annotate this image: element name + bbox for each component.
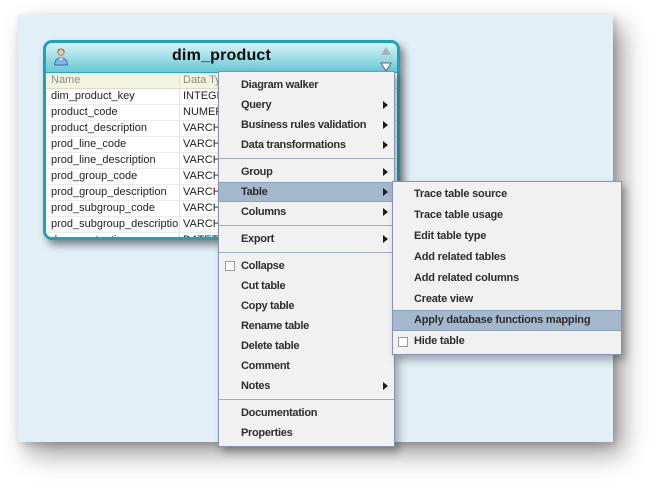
menu-item-label: Cut table bbox=[241, 280, 286, 292]
menu-item-label: Table bbox=[241, 186, 268, 198]
menu-item-add-related-tables[interactable]: Add related tables bbox=[393, 247, 621, 268]
menu-item-label: Documentation bbox=[241, 407, 318, 419]
column-name-value: dim_product_key bbox=[46, 89, 180, 104]
submenu-arrow-icon bbox=[383, 208, 388, 216]
scroll-up-icon[interactable] bbox=[381, 47, 391, 55]
column-name-value: prod_subgroup_code bbox=[46, 201, 180, 216]
submenu-arrow-icon bbox=[383, 141, 388, 149]
menu-item-label: Add related columns bbox=[414, 272, 519, 284]
menu-item-label: Columns bbox=[241, 206, 286, 218]
column-name-value: prod_line_code bbox=[46, 137, 180, 152]
column-name-value: prod_subgroup_description bbox=[46, 217, 180, 232]
menu-item-label: Properties bbox=[241, 427, 293, 439]
header-scroll-arrows bbox=[380, 45, 392, 72]
menu-separator bbox=[219, 252, 394, 253]
menu-item-label: Copy table bbox=[241, 300, 295, 312]
submenu-arrow-icon bbox=[383, 121, 388, 129]
menu-item-label: Notes bbox=[241, 380, 271, 392]
menu-item-columns[interactable]: Columns bbox=[219, 202, 394, 222]
menu-item-edit-table-type[interactable]: Edit table type bbox=[393, 226, 621, 247]
menu-item-rename-table[interactable]: Rename table bbox=[219, 316, 394, 336]
menu-item-label: Hide table bbox=[414, 335, 465, 347]
submenu-arrow-icon bbox=[383, 188, 388, 196]
table-header[interactable]: dim_product bbox=[46, 43, 397, 73]
menu-item-label: Trace table usage bbox=[414, 209, 503, 221]
checkbox-icon[interactable] bbox=[225, 261, 235, 271]
checkbox-icon[interactable] bbox=[398, 337, 408, 347]
scroll-down-icon[interactable] bbox=[380, 62, 392, 72]
menu-item-group[interactable]: Group bbox=[219, 162, 394, 182]
menu-item-label: Diagram walker bbox=[241, 79, 319, 91]
menu-item-hide-table[interactable]: Hide table bbox=[393, 331, 621, 352]
column-name-value: dss_create_time bbox=[46, 233, 180, 237]
menu-item-label: Trace table source bbox=[414, 188, 508, 200]
menu-item-apply-database-functions-mapping[interactable]: Apply database functions mapping bbox=[393, 310, 621, 331]
menu-item-table[interactable]: Table bbox=[219, 182, 394, 202]
column-name-value: product_code bbox=[46, 105, 180, 120]
column-name-value: product_description bbox=[46, 121, 180, 136]
submenu-arrow-icon bbox=[383, 168, 388, 176]
column-name-value: prod_group_description bbox=[46, 185, 180, 200]
menu-item-label: Data transformations bbox=[241, 139, 346, 151]
menu-item-label: Export bbox=[241, 233, 275, 245]
table-title: dim_product bbox=[171, 47, 272, 64]
menu-separator bbox=[219, 225, 394, 226]
submenu-arrow-icon bbox=[383, 101, 388, 109]
menu-item-notes[interactable]: Notes bbox=[219, 376, 394, 396]
menu-item-label: Edit table type bbox=[414, 230, 487, 242]
menu-item-label: Rename table bbox=[241, 320, 309, 332]
column-name-value: prod_group_code bbox=[46, 169, 180, 184]
menu-item-trace-table-usage[interactable]: Trace table usage bbox=[393, 205, 621, 226]
menu-item-label: Query bbox=[241, 99, 272, 111]
menu-item-create-view[interactable]: Create view bbox=[393, 289, 621, 310]
column-name-value: prod_line_description bbox=[46, 153, 180, 168]
submenu-arrow-icon bbox=[383, 382, 388, 390]
menu-item-properties[interactable]: Properties bbox=[219, 423, 394, 443]
menu-item-copy-table[interactable]: Copy table bbox=[219, 296, 394, 316]
menu-separator bbox=[219, 399, 394, 400]
menu-item-query[interactable]: Query bbox=[219, 95, 394, 115]
menu-item-label: Group bbox=[241, 166, 273, 178]
data-type-value: DATETIME bbox=[183, 234, 238, 240]
menu-item-delete-table[interactable]: Delete table bbox=[219, 336, 394, 356]
menu-item-documentation[interactable]: Documentation bbox=[219, 403, 394, 423]
menu-item-diagram-walker[interactable]: Diagram walker bbox=[219, 75, 394, 95]
menu-item-label: Comment bbox=[241, 360, 290, 372]
menu-separator bbox=[219, 158, 394, 159]
submenu-arrow-icon bbox=[383, 235, 388, 243]
menu-item-business-rules-validation[interactable]: Business rules validation bbox=[219, 115, 394, 135]
menu-item-label: Collapse bbox=[241, 260, 285, 272]
menu-item-label: Apply database functions mapping bbox=[414, 314, 591, 326]
user-icon bbox=[54, 48, 68, 66]
menu-item-label: Business rules validation bbox=[241, 119, 367, 131]
menu-item-trace-table-source[interactable]: Trace table source bbox=[393, 184, 621, 205]
menu-item-label: Delete table bbox=[241, 340, 300, 352]
menu-item-export[interactable]: Export bbox=[219, 229, 394, 249]
menu-item-add-related-columns[interactable]: Add related columns bbox=[393, 268, 621, 289]
menu-item-comment[interactable]: Comment bbox=[219, 356, 394, 376]
menu-item-label: Create view bbox=[414, 293, 473, 305]
menu-item-cut-table[interactable]: Cut table bbox=[219, 276, 394, 296]
column-header-name: Name bbox=[46, 73, 180, 88]
menu-item-data-transformations[interactable]: Data transformations bbox=[219, 135, 394, 155]
menu-item-label: Add related tables bbox=[414, 251, 506, 263]
menu-item-collapse[interactable]: Collapse bbox=[219, 256, 394, 276]
